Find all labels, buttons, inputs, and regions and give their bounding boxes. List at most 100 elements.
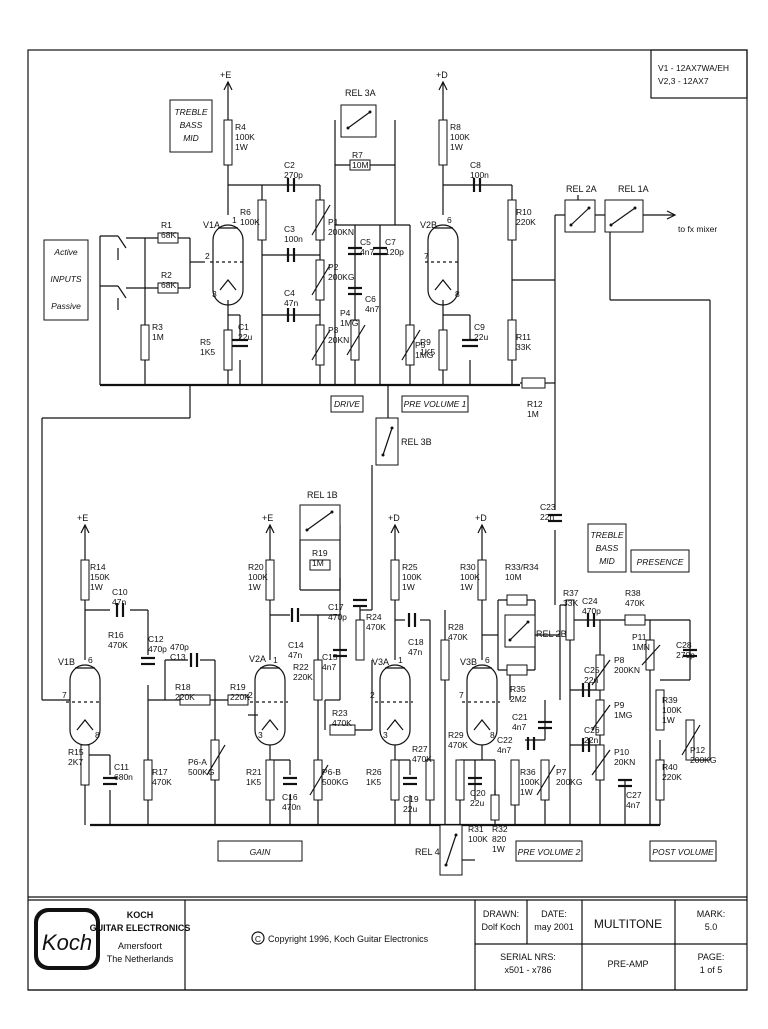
resistor-r38 bbox=[624, 614, 646, 626]
label-r10-0: R10 bbox=[516, 207, 532, 217]
resistor-r26 bbox=[390, 759, 400, 801]
label-r39-2: 1W bbox=[662, 715, 675, 725]
label-c6-0: C6 bbox=[365, 294, 376, 304]
label-r25-2: 1W bbox=[402, 582, 415, 592]
drawing-title: MULTITONE bbox=[594, 917, 662, 931]
relay-rel3b bbox=[375, 417, 399, 466]
label-r19-0: R19 bbox=[230, 682, 246, 692]
relays bbox=[299, 104, 644, 876]
label-c24-0: C24 bbox=[582, 596, 598, 606]
label-r18-1: 220K bbox=[175, 692, 195, 702]
label-c17-0: C17 bbox=[328, 602, 344, 612]
pre-volume-1-label: PRE VOLUME 1 bbox=[404, 399, 467, 409]
pin-v3a-2: 2 bbox=[370, 690, 375, 700]
rel2b-label: REL 2B bbox=[536, 629, 567, 639]
bass-label-top: BASS bbox=[180, 120, 203, 130]
label-c7-1: 120p bbox=[385, 247, 404, 257]
label-r24-0: R24 bbox=[366, 612, 382, 622]
label-r27-0: R27 bbox=[412, 744, 428, 754]
cap-c28 bbox=[683, 648, 697, 658]
supply-d-top: +D bbox=[436, 70, 448, 80]
cap-c19 bbox=[403, 776, 417, 786]
label-r19b-0: R19 bbox=[312, 548, 328, 558]
resistor-r2 bbox=[157, 282, 179, 294]
resistor-r1 bbox=[157, 232, 179, 244]
label-r8-1: 100K bbox=[450, 132, 470, 142]
label-r28-1: 470K bbox=[448, 632, 468, 642]
tube-labels: V1A V2B V1B V2A V3A V3B bbox=[58, 220, 477, 667]
label-c17-1: 470p bbox=[328, 612, 347, 622]
fx-mixer-label: to fx mixer bbox=[678, 224, 717, 234]
relay-labels: REL 3A REL 3B REL 2A REL 1A REL 1B REL 2… bbox=[307, 88, 649, 857]
label-r26-1: 1K5 bbox=[366, 777, 381, 787]
label-r15-0: R15 bbox=[68, 747, 84, 757]
label-p8-0: P8 bbox=[614, 655, 625, 665]
label-p12-0: P12 bbox=[690, 745, 705, 755]
cap-c16 bbox=[283, 776, 297, 786]
label-c26-1: 22n bbox=[584, 735, 598, 745]
label-c12-1: 470p bbox=[148, 644, 167, 654]
resistor-r22 bbox=[313, 659, 323, 701]
resistor-r36 bbox=[510, 759, 520, 806]
pot-p11 bbox=[645, 639, 655, 671]
supply-e-top: +E bbox=[220, 70, 231, 80]
resistor-r11 bbox=[507, 319, 517, 361]
page-value: 1 of 5 bbox=[700, 965, 723, 975]
label-c28-0: C28 bbox=[676, 640, 692, 650]
label-r8-0: R8 bbox=[450, 122, 461, 132]
label-c24-1: 470p bbox=[582, 606, 601, 616]
cap-c18 bbox=[407, 613, 417, 627]
cap-c4 bbox=[286, 308, 296, 322]
label-r18-0: R18 bbox=[175, 682, 191, 692]
v3a-label: V3A bbox=[372, 657, 389, 667]
label-c14-1: 47n bbox=[288, 650, 302, 660]
pot-p7 bbox=[540, 759, 550, 801]
label-c11-1: 680n bbox=[114, 772, 133, 782]
label-r23-0: R23 bbox=[332, 708, 348, 718]
resistor-r37 bbox=[565, 599, 575, 641]
label-p9-1: 1MG bbox=[614, 710, 632, 720]
label-r40-1: 220K bbox=[662, 772, 682, 782]
label-r7-1: 10M bbox=[352, 160, 369, 170]
label-r15-1: 2K7 bbox=[68, 757, 83, 767]
resistor-r23 bbox=[329, 724, 356, 736]
label-c13-1: C13 bbox=[170, 652, 186, 662]
relay-rel1b bbox=[299, 504, 341, 541]
label-p4-1: 1MG bbox=[340, 318, 358, 328]
page-label: PAGE: bbox=[698, 952, 725, 962]
label-r20-2: 1W bbox=[248, 582, 261, 592]
logo-text: Koch bbox=[42, 930, 92, 955]
cap-c5 bbox=[348, 246, 362, 256]
label-r29-1: 470K bbox=[448, 740, 468, 750]
presence-label: PRESENCE bbox=[637, 557, 684, 567]
label-c8-1: 100n bbox=[470, 170, 489, 180]
date-label: DATE: bbox=[541, 909, 567, 919]
cap-c3 bbox=[286, 248, 296, 262]
label-r32-1: 820 bbox=[492, 834, 506, 844]
drawn-label: DRAWN: bbox=[483, 909, 519, 919]
pin-v2a-3: 3 bbox=[258, 730, 263, 740]
label-r37-0: R37 bbox=[563, 588, 579, 598]
cap-c26 bbox=[581, 738, 591, 752]
resistor-r3 bbox=[140, 324, 150, 361]
cap-c22 bbox=[526, 737, 536, 750]
label-c1-1: 22u bbox=[238, 332, 252, 342]
v2b-label: V2B bbox=[420, 220, 437, 230]
label-p10-1: 20KN bbox=[614, 757, 635, 767]
resistor-r33 bbox=[506, 594, 528, 606]
label-c2-0: C2 bbox=[284, 160, 295, 170]
label-p5-1: 1MG bbox=[415, 350, 433, 360]
label-p6b-0: P6-B bbox=[322, 767, 341, 777]
relay-rel2a bbox=[564, 199, 596, 233]
treble-label-top: TREBLE bbox=[174, 107, 207, 117]
pot-p3 bbox=[315, 324, 325, 366]
component-labels: R168KR268KR31MR4100K1WR51K5C122uR6100KC2… bbox=[68, 122, 716, 854]
cap-c6 bbox=[348, 286, 362, 296]
label-p11-0: P11 bbox=[632, 632, 647, 642]
label-r38-0: R38 bbox=[625, 588, 641, 598]
label-r30-2: 1W bbox=[460, 582, 473, 592]
resistor-r28 bbox=[440, 639, 450, 681]
label-r35-1: 2M2 bbox=[510, 694, 527, 704]
label-r9-0: R9 bbox=[420, 337, 431, 347]
